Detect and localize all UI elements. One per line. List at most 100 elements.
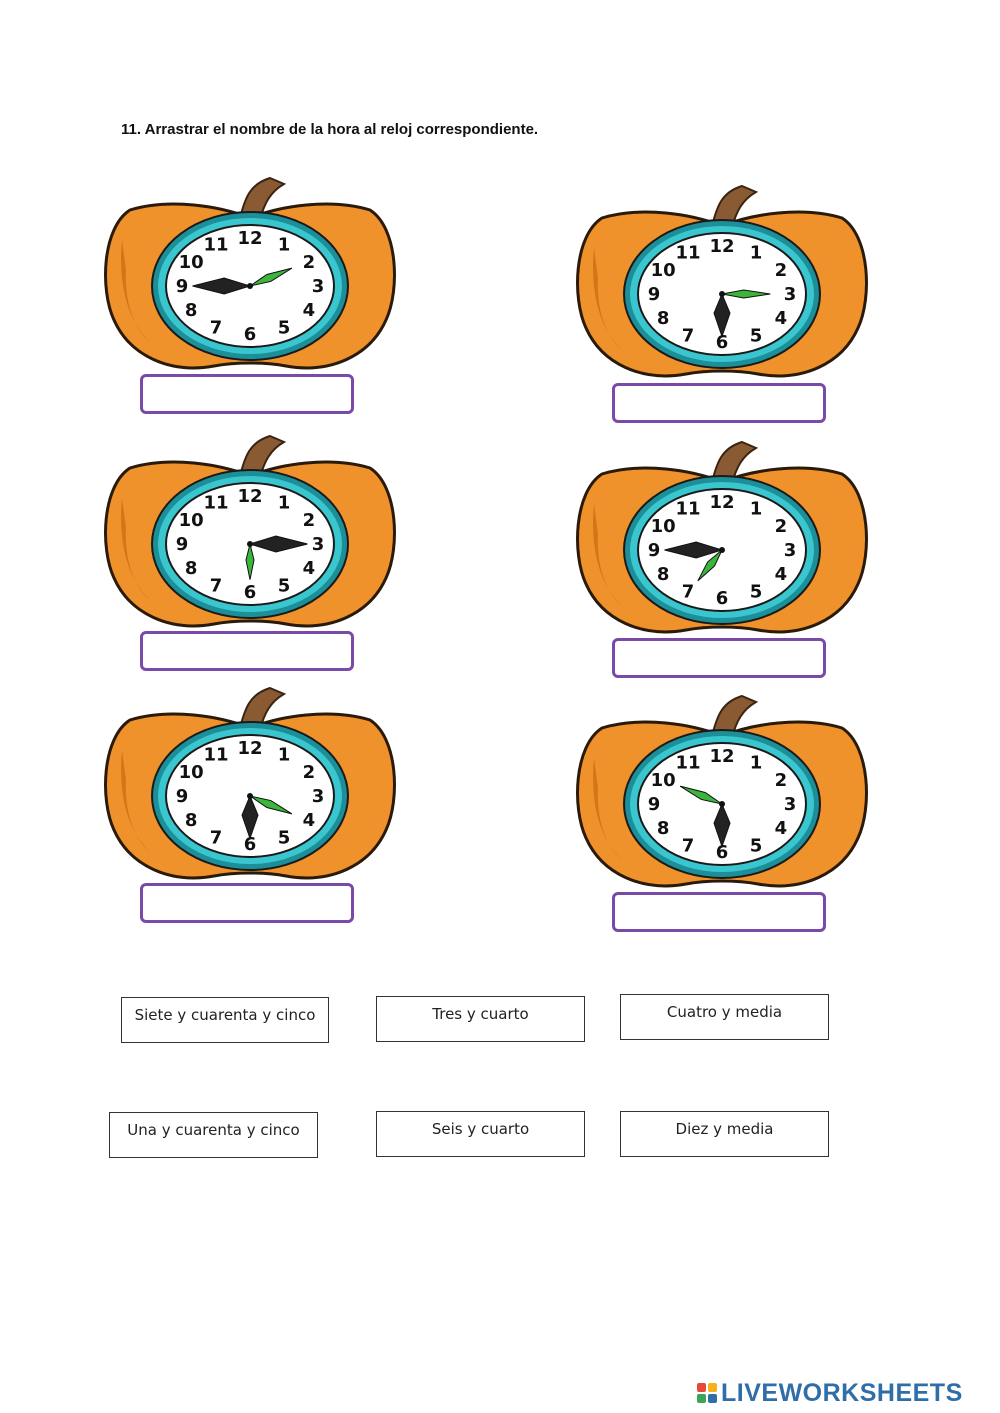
clock-number: 1 xyxy=(278,744,291,765)
clock-number: 2 xyxy=(775,770,788,791)
hour-hand xyxy=(713,292,731,339)
clock-number: 7 xyxy=(210,828,223,849)
clock-number: 11 xyxy=(203,234,228,255)
pumpkin-stem xyxy=(710,440,759,486)
answer-drop-box-2[interactable] xyxy=(612,383,826,423)
pumpkin-stem xyxy=(710,694,759,740)
clock-number: 1 xyxy=(750,752,763,773)
clock-number: 6 xyxy=(244,834,257,855)
clock-number: 11 xyxy=(675,498,700,519)
clock-number: 6 xyxy=(716,588,729,609)
clock-number: 11 xyxy=(675,752,700,773)
clock-number: 1 xyxy=(278,234,291,255)
clock-number: 10 xyxy=(179,510,204,531)
clock-number: 2 xyxy=(303,252,316,273)
clock-number: 2 xyxy=(303,762,316,783)
clock-number: 11 xyxy=(675,242,700,263)
clock-number: 9 xyxy=(648,794,661,815)
clock-number: 8 xyxy=(185,300,198,321)
clock-hub xyxy=(719,291,725,297)
clock-number: 2 xyxy=(775,260,788,281)
clock-number: 5 xyxy=(278,576,291,597)
clock-number: 8 xyxy=(657,564,670,585)
clock-number: 7 xyxy=(682,326,695,347)
clock-number: 10 xyxy=(651,770,676,791)
hour-hand xyxy=(713,802,731,849)
clock-number: 1 xyxy=(278,492,291,513)
clock-number: 12 xyxy=(709,746,734,767)
clock-number: 6 xyxy=(716,842,729,863)
hour-hand xyxy=(241,794,259,841)
answer-drop-box-3[interactable] xyxy=(140,631,354,671)
clock-number: 7 xyxy=(682,836,695,857)
clock-number: 11 xyxy=(203,492,228,513)
clock-number: 5 xyxy=(750,582,763,603)
clock-number: 4 xyxy=(303,300,316,321)
minute-hand xyxy=(245,543,255,580)
word-tile[interactable]: Seis y cuarto xyxy=(376,1111,585,1157)
clock-number: 11 xyxy=(203,744,228,765)
answer-drop-box-4[interactable] xyxy=(612,638,826,678)
logo-square xyxy=(697,1383,706,1392)
clock-number: 12 xyxy=(237,738,262,759)
clock-number: 6 xyxy=(244,582,257,603)
clock-hub xyxy=(247,283,253,289)
clock-number: 9 xyxy=(648,540,661,561)
clock-number: 10 xyxy=(651,260,676,281)
liveworksheets-brand: LIVEWORKSHEETS xyxy=(697,1378,963,1408)
clock-number: 4 xyxy=(775,308,788,329)
clock-number: 4 xyxy=(775,818,788,839)
minute-hand xyxy=(721,289,771,299)
clock-number: 9 xyxy=(176,534,189,555)
clock-number: 10 xyxy=(179,252,204,273)
clock-number: 2 xyxy=(775,516,788,537)
pumpkin-stem xyxy=(238,686,287,732)
clock-number: 4 xyxy=(303,810,316,831)
clock-number: 1 xyxy=(750,498,763,519)
clock-number: 3 xyxy=(312,276,325,297)
clock-hub xyxy=(247,541,253,547)
clock-number: 6 xyxy=(716,332,729,353)
word-tile[interactable]: Siete y cuarenta y cinco xyxy=(121,997,329,1043)
clock-number: 5 xyxy=(278,828,291,849)
clock-number: 5 xyxy=(750,836,763,857)
word-tile[interactable]: Cuatro y media xyxy=(620,994,829,1040)
clock-hub xyxy=(719,801,725,807)
minute-hand xyxy=(249,795,293,815)
answer-drop-box-1[interactable] xyxy=(140,374,354,414)
answer-drop-box-6[interactable] xyxy=(612,892,826,932)
word-tile[interactable]: Diez y media xyxy=(620,1111,829,1157)
clock-number: 3 xyxy=(312,786,325,807)
word-tile[interactable]: Tres y cuarto xyxy=(376,996,585,1042)
clock-number: 2 xyxy=(303,510,316,531)
clock-number: 3 xyxy=(784,284,797,305)
answer-drop-box-5[interactable] xyxy=(140,883,354,923)
clock-number: 6 xyxy=(244,324,257,345)
logo-square xyxy=(697,1394,706,1403)
hour-hand xyxy=(248,535,308,553)
clock-number: 8 xyxy=(657,818,670,839)
clock-number: 8 xyxy=(185,810,198,831)
clock-number: 7 xyxy=(210,576,223,597)
minute-hand xyxy=(697,549,723,582)
clock-number: 10 xyxy=(179,762,204,783)
clock-number: 1 xyxy=(750,242,763,263)
clock-number: 5 xyxy=(750,326,763,347)
clock-number: 12 xyxy=(237,486,262,507)
clock-number: 5 xyxy=(278,318,291,339)
instruction-text: 11. Arrastrar el nombre de la hora al re… xyxy=(121,121,539,138)
pumpkin-stem xyxy=(238,434,287,480)
clock-number: 4 xyxy=(775,564,788,585)
clock-number: 12 xyxy=(237,228,262,249)
clock-number: 9 xyxy=(648,284,661,305)
pumpkin-stem xyxy=(238,176,287,222)
word-tile[interactable]: Una y cuarenta y cinco xyxy=(109,1112,318,1158)
